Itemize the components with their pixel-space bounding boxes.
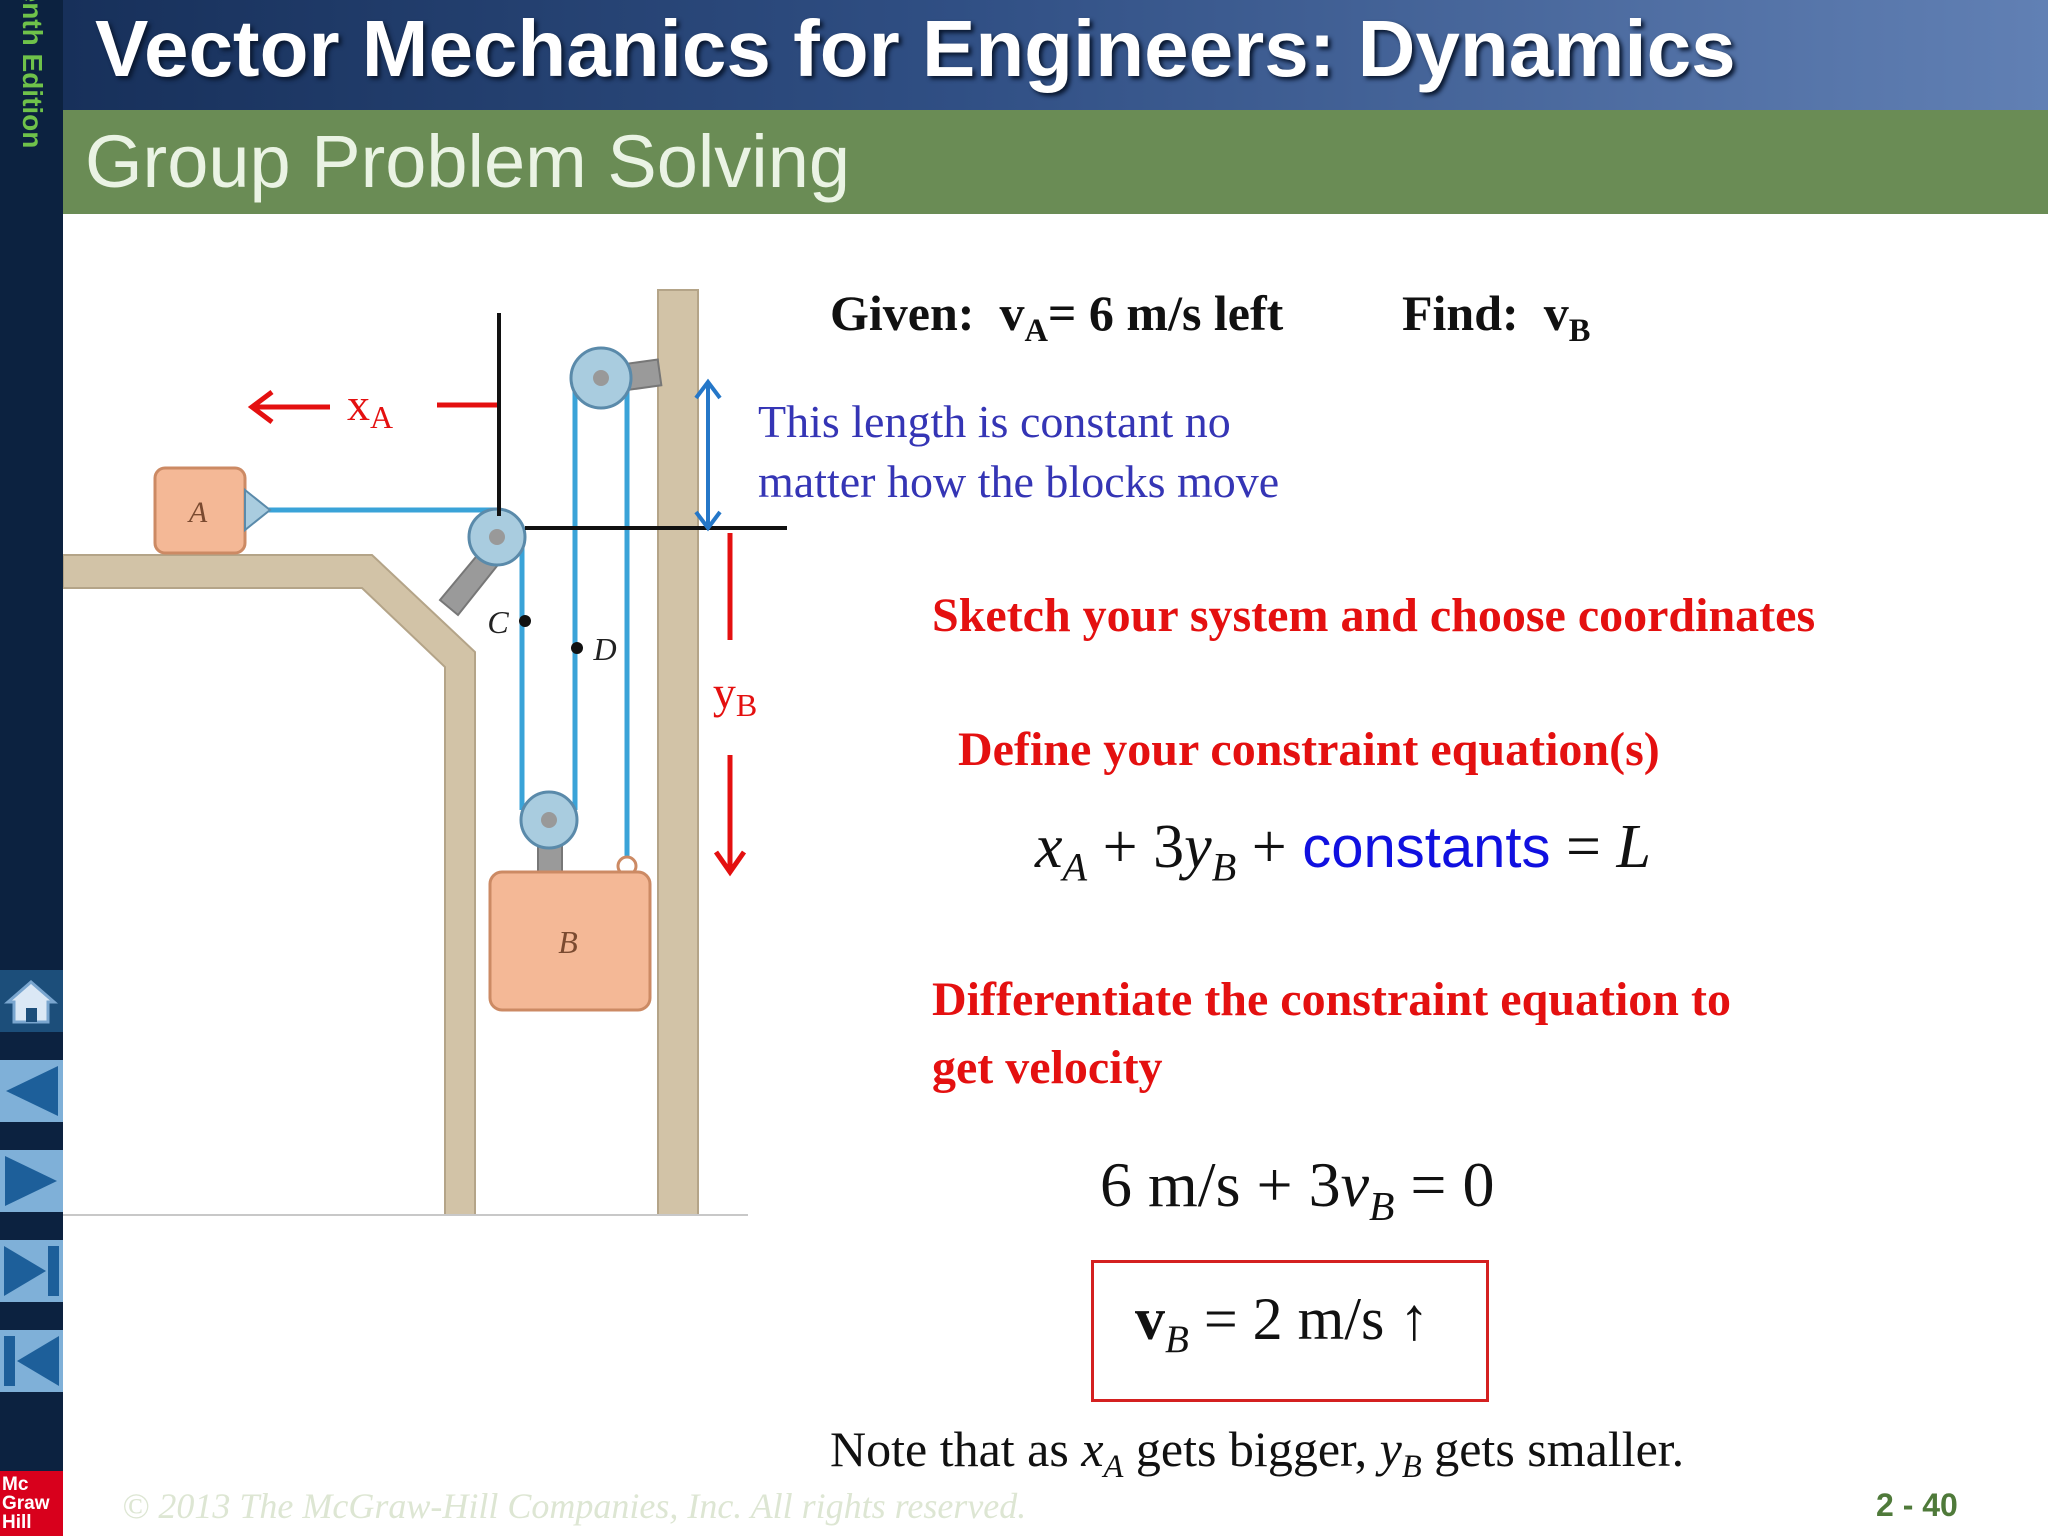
forward-button[interactable] xyxy=(0,1150,63,1212)
given-line: Given: vA= 6 m/s left xyxy=(830,284,1283,350)
eq1-x-sub: A xyxy=(1062,844,1088,890)
block-a: A xyxy=(153,466,272,555)
final-note-y: y xyxy=(1379,1421,1402,1477)
subtitle-bar: Group Problem Solving xyxy=(63,110,2048,214)
eq2-left: 6 m/s + 3 xyxy=(1100,1149,1341,1220)
eq1-plus-3: + 3 xyxy=(1102,813,1185,881)
wall xyxy=(657,289,699,1216)
block-b-label: B xyxy=(558,924,578,960)
eq1-x: x xyxy=(1035,813,1063,881)
forward-icon xyxy=(0,1150,63,1212)
constraint-equation: xA + 3yB + constants = L xyxy=(1035,812,1651,890)
back-icon xyxy=(0,1060,63,1122)
last-icon xyxy=(0,1240,63,1302)
given-var: v xyxy=(999,285,1025,341)
eq2-v: v xyxy=(1340,1149,1369,1220)
answer: vB = 2 m/s ↑ xyxy=(1135,1285,1429,1362)
eq2-right: = 0 xyxy=(1410,1149,1495,1220)
find-var-sub: B xyxy=(1568,313,1591,349)
given-value: = 6 m/s left xyxy=(1047,285,1284,341)
pulley-diagram: A B C D xA yB xyxy=(63,289,787,1216)
constant-length-note: This length is constant no matter how th… xyxy=(758,392,1279,512)
ledge xyxy=(63,560,470,1215)
logo-line-2: Graw xyxy=(2,1493,50,1514)
eq1-plus: + xyxy=(1251,813,1287,881)
step3-line-2: get velocity xyxy=(932,1041,1163,1094)
eq1-y-sub: B xyxy=(1211,844,1237,890)
answer-box xyxy=(1091,1260,1489,1402)
find-label: Find: xyxy=(1402,285,1519,341)
note-line-1: This length is constant no xyxy=(758,396,1231,447)
final-note-y-sub: B xyxy=(1401,1449,1422,1485)
final-note-x-sub: A xyxy=(1103,1449,1124,1485)
block-a-label: A xyxy=(187,496,208,529)
final-note: Note that as xA gets bigger, yB gets sma… xyxy=(830,1420,1684,1486)
eq1-y: y xyxy=(1184,813,1212,881)
edition-text: Tenth Edition xyxy=(16,0,48,149)
eq2-v-sub: B xyxy=(1368,1182,1395,1229)
answer-v: v xyxy=(1135,1286,1165,1352)
home-button[interactable] xyxy=(0,970,63,1032)
yb-label: yB xyxy=(713,667,757,723)
final-note-3: gets smaller. xyxy=(1434,1421,1685,1477)
logo-line-1: Mc xyxy=(2,1474,29,1495)
velocity-equation: 6 m/s + 3vB = 0 xyxy=(1100,1148,1494,1230)
step-define: Define your constraint equation(s) xyxy=(958,723,1660,776)
first-icon xyxy=(0,1330,63,1392)
logo-line-3: Hill xyxy=(2,1512,32,1533)
note-line-2: matter how the blocks move xyxy=(758,456,1280,507)
given-label: Given: xyxy=(830,285,975,341)
step-differentiate: Differentiate the constraint equation to… xyxy=(932,966,1731,1102)
find-line: Find: vB xyxy=(1402,284,1590,350)
pulley-top xyxy=(569,346,633,410)
pulley-b xyxy=(519,790,579,850)
eq1-constants: constants xyxy=(1302,815,1551,880)
first-slide-button[interactable] xyxy=(0,1330,63,1392)
edition-label: Tenth Edition xyxy=(0,0,63,148)
step3-line-1: Differentiate the constraint equation to xyxy=(932,973,1731,1026)
given-var-sub: A xyxy=(1024,313,1048,349)
up-arrow-icon: ↑ xyxy=(1399,1286,1430,1352)
page-title: Vector Mechanics for Engineers: Dynamics xyxy=(95,4,1736,93)
page-number: 2 - 40 xyxy=(1876,1487,1958,1523)
eq1-L: L xyxy=(1616,813,1651,881)
find-var: v xyxy=(1543,285,1569,341)
point-c-label: C xyxy=(487,604,509,640)
home-icon xyxy=(0,970,63,1032)
point-d-label: D xyxy=(592,631,616,667)
step-sketch: Sketch your system and choose coordinate… xyxy=(932,589,1816,642)
final-note-2: gets bigger, xyxy=(1135,1421,1368,1477)
sidebar: Tenth Edition Mc xyxy=(0,0,63,1536)
back-button[interactable] xyxy=(0,1060,63,1122)
title-bar: Vector Mechanics for Engineers: Dynamics xyxy=(63,0,2048,110)
pulley-c xyxy=(467,507,527,567)
answer-sub: B xyxy=(1165,1318,1189,1361)
copyright: © 2013 The McGraw-Hill Companies, Inc. A… xyxy=(122,1486,1027,1526)
block-b: B xyxy=(488,855,652,1012)
last-slide-button[interactable] xyxy=(0,1240,63,1302)
answer-value: = 2 m/s xyxy=(1203,1286,1385,1352)
final-note-1: Note that as xyxy=(830,1421,1069,1477)
mcgraw-hill-logo: Mc Graw Hill xyxy=(0,1471,63,1536)
page-subtitle: Group Problem Solving xyxy=(85,120,851,203)
final-note-x: x xyxy=(1081,1421,1104,1477)
eq1-equals: = xyxy=(1566,813,1601,881)
xa-label: xA xyxy=(347,379,393,435)
